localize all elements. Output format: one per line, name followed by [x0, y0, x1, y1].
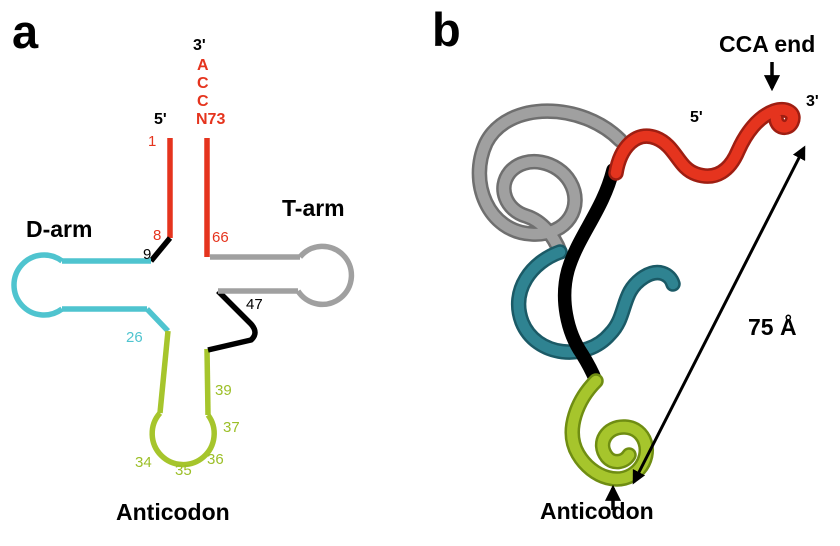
distance-label: 75 Å [748, 314, 797, 340]
anticodon-label-3d: Anticodon [540, 498, 654, 524]
d-loop [11, 252, 64, 318]
t-loop [295, 243, 355, 308]
three-prime-label-3d: 3' [806, 93, 819, 110]
tertiary-structure-3d [471, 62, 806, 510]
three-prime-label: 3' [193, 37, 206, 54]
residue-number-47: 47 [246, 296, 263, 313]
distance-arrow-icon [632, 145, 806, 485]
variable-loop [207, 289, 258, 353]
residue-number-8: 8 [153, 227, 162, 244]
anticodon-stem-right [204, 348, 211, 416]
panel-a-secondary-structure: a 3' A C C N73 5' 1 8 9 66 47 26 39 37 3… [11, 5, 355, 525]
residue-number-1: 1 [148, 133, 157, 150]
five-prime-label: 5' [154, 111, 167, 128]
panel-a-label: a [12, 5, 38, 58]
cca-end-label: CCA end [719, 31, 816, 57]
core-tube [557, 163, 620, 388]
anticodon-loop [149, 411, 217, 468]
cca-letter-a: A [197, 57, 209, 74]
panel-b-tertiary-structure: b CCA end 3' 5' 75 Å Anticodon [420, 0, 840, 546]
cca-letter-c1: C [197, 75, 209, 92]
residue-number-26: 26 [126, 329, 143, 346]
anticodon-stem-left [157, 330, 171, 414]
residue9-connector [148, 236, 173, 263]
residue-number-66: 66 [212, 229, 229, 246]
five-prime-label-3d: 5' [690, 109, 703, 126]
residue-number-9: 9 [143, 246, 152, 263]
anticodon-label-2d: Anticodon [116, 499, 230, 525]
residue-number-34: 34 [135, 454, 152, 471]
d-anticodon-connector [145, 307, 170, 333]
t-arm-label: T-arm [282, 195, 345, 221]
residue-number-35: 35 [175, 462, 192, 479]
residue-number-36: 36 [207, 451, 224, 468]
t-arm-tube [474, 105, 626, 258]
discriminator-n73: N73 [196, 111, 226, 128]
residue-number-37: 37 [223, 419, 240, 436]
panel-b-label: b [432, 3, 461, 56]
residue-number-39: 39 [215, 382, 232, 399]
cloverleaf-diagram [11, 138, 355, 468]
cca-letter-c2: C [197, 93, 209, 110]
d-arm-label: D-arm [26, 216, 93, 242]
